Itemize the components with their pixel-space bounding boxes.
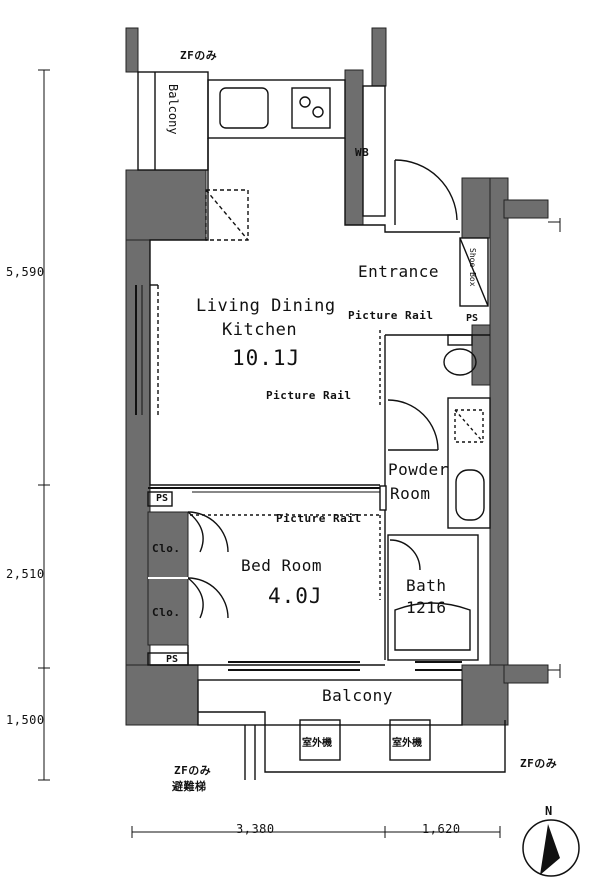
bedroom-size: 4.0J — [268, 584, 323, 608]
toilet — [443, 348, 477, 376]
picture-rail-label: Picture Rail — [266, 389, 352, 402]
left-wall — [125, 169, 151, 726]
bath-room — [387, 534, 479, 661]
zf-only-label: ZFのみ — [520, 757, 558, 770]
picture-rail-label: Picture Rail — [276, 512, 362, 525]
ps-column — [471, 324, 491, 386]
picture-rail-label: Picture Rail — [348, 309, 434, 322]
wall-segment — [125, 169, 207, 241]
north-label: N — [545, 804, 553, 818]
kitchen-sink — [219, 87, 269, 129]
north-compass — [522, 819, 580, 877]
outdoor-unit — [299, 719, 341, 761]
ldk-label-line1: Living Dining — [196, 296, 336, 316]
dimension-label: 3,380 — [236, 822, 275, 836]
bath-size-label: 1216 — [406, 598, 447, 617]
ps-label: PS — [166, 654, 179, 665]
kitchen-counter — [207, 79, 346, 139]
wall-segment — [125, 664, 199, 726]
outdoor-unit-label: 室外機 — [302, 738, 332, 749]
wb-label: WB — [355, 146, 370, 159]
zf-only-label: ZFのみ — [180, 49, 218, 62]
ldk-size: 10.1J — [232, 346, 301, 370]
wall-segment — [503, 199, 549, 219]
entrance-door-swing — [394, 159, 458, 221]
dimension-label: 1,620 — [422, 822, 461, 836]
top-balcony-label: Balcony — [166, 84, 180, 135]
powder-door-swing — [387, 399, 439, 451]
dimension-label: 1,500 — [6, 713, 45, 727]
cooktop — [291, 87, 331, 129]
dimension-label: 5,590 — [6, 265, 45, 279]
outdoor-unit — [389, 719, 431, 761]
powder-room-label-line2: Room — [390, 484, 431, 503]
ldk-label-line2: Kitchen — [222, 320, 298, 340]
entrance-label: Entrance — [358, 262, 440, 281]
shoe-box-label: Shoe Box — [468, 248, 477, 287]
bedroom-label: Bed Room — [241, 556, 323, 575]
wall-segment — [125, 27, 139, 73]
escape-ladder-label: 避難梯 — [172, 780, 207, 793]
wall-segment — [371, 27, 387, 87]
washer-box — [362, 85, 386, 217]
powder-room-label-line1: Powder — [388, 460, 449, 479]
vanity-area — [447, 397, 491, 529]
closet-label: Clo. — [152, 542, 181, 555]
right-wall — [489, 177, 509, 669]
shoe-box — [459, 237, 489, 307]
bottom-balcony — [197, 679, 463, 726]
ps-label: PS — [156, 493, 169, 504]
ps-label: PS — [466, 313, 479, 324]
washbasin — [455, 469, 485, 521]
refrigerator-space — [205, 189, 249, 241]
outdoor-unit-label: 室外機 — [392, 738, 422, 749]
closet-label: Clo. — [152, 606, 181, 619]
wall-segment — [503, 664, 549, 684]
wall-segment — [461, 664, 509, 726]
bottom-balcony-label: Balcony — [322, 686, 393, 705]
zf-only-label: ZFのみ — [174, 764, 212, 777]
dimension-label: 2,510 — [6, 567, 45, 581]
bath-label: Bath — [406, 576, 447, 595]
ps-box — [147, 491, 173, 507]
